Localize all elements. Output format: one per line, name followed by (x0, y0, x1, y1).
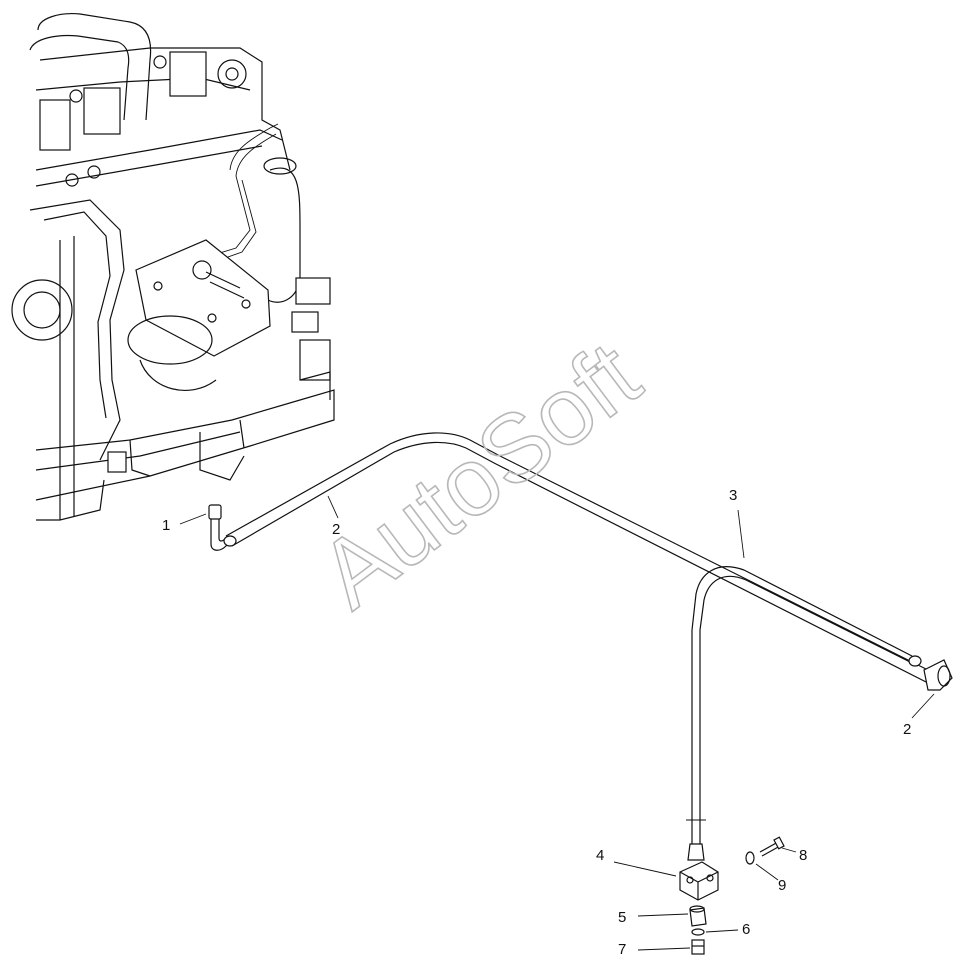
part-6-o-ring (691, 928, 705, 936)
callout-2-right: 2 (903, 721, 911, 738)
leader-lines (179, 495, 935, 951)
callout-1: 1 (162, 517, 170, 534)
part-5-adapter (689, 905, 707, 927)
callout-labels: 1 2 3 2 4 8 9 5 6 7 (162, 487, 911, 958)
part-3-tube (686, 566, 922, 861)
part-8-bolt (759, 836, 785, 857)
part-1-elbow-fitting (208, 504, 233, 551)
part-4-block (679, 861, 719, 901)
callout-3: 3 (729, 487, 737, 504)
part-2-tube (223, 432, 953, 691)
part-9-washer (745, 851, 755, 865)
callout-2-left: 2 (332, 521, 340, 538)
callout-8: 8 (799, 847, 807, 864)
engine-block (11, 13, 335, 521)
callout-7: 7 (618, 941, 626, 958)
part-7-connector (691, 939, 705, 955)
callout-9: 9 (778, 877, 786, 894)
callout-6: 6 (742, 921, 750, 938)
callout-4: 4 (596, 847, 604, 864)
callout-5: 5 (618, 909, 626, 926)
